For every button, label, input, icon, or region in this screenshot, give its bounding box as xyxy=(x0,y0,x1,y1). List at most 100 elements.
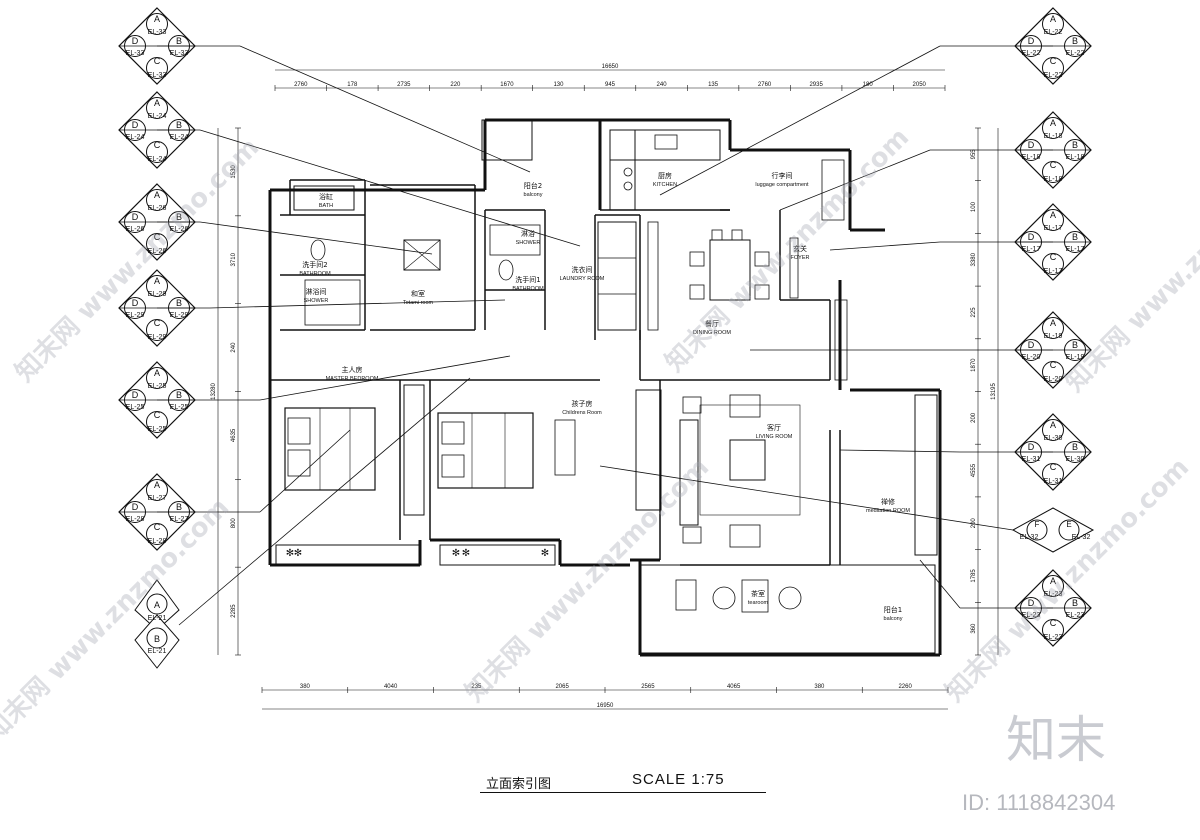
tag-diamond xyxy=(1011,507,1095,553)
tag-ref: EL-33 xyxy=(170,50,189,57)
room-label-en: luggage compartment xyxy=(755,182,809,188)
room-label-cn: 厨房 xyxy=(658,171,672,180)
tag-letter: C xyxy=(154,56,161,66)
tag-letter: D xyxy=(1028,232,1035,242)
title-underline xyxy=(480,792,766,793)
pillow xyxy=(441,421,465,445)
dim-value: 4040 xyxy=(384,684,398,690)
room-label-en: BATH xyxy=(319,203,333,209)
tag-ref: EL-17 xyxy=(1044,268,1063,275)
storage-shelf xyxy=(647,221,659,331)
tag-ref: EL-19 xyxy=(1044,333,1063,340)
dim-total: 13195 xyxy=(991,382,997,399)
plant-icon: ✻ xyxy=(462,548,470,559)
dim-total: 16650 xyxy=(602,64,619,70)
dining-chair xyxy=(754,284,770,300)
tag-letter: D xyxy=(1028,36,1035,46)
master-bed xyxy=(284,407,376,491)
toilet xyxy=(498,259,514,281)
luggage-cabinet xyxy=(821,159,845,221)
tag-letter: A xyxy=(1050,420,1056,430)
leader-line xyxy=(239,45,531,173)
dim-value: 800 xyxy=(231,518,237,529)
leader-line xyxy=(829,241,941,251)
room-label-en: balcony xyxy=(524,192,543,198)
tag-ref: EL-23 xyxy=(1066,612,1085,619)
tag-circle xyxy=(1042,13,1064,35)
tag-ref: EL-28 xyxy=(126,516,145,523)
tag-letter: C xyxy=(154,410,161,420)
room-label-cn: 阳台2 xyxy=(524,181,542,190)
plant-icon: ✻ xyxy=(294,548,302,559)
tag-letter: C xyxy=(1050,462,1057,472)
tea-stool xyxy=(778,586,802,610)
tag-letter: C xyxy=(1050,618,1057,628)
dim-value: 2760 xyxy=(758,82,772,88)
tag-circle xyxy=(146,141,168,163)
sofa xyxy=(679,419,699,526)
tag-circle xyxy=(146,627,168,649)
tag-letter: B xyxy=(1072,598,1078,608)
tag-ref: EL-23 xyxy=(1044,634,1063,641)
tag-letter: E xyxy=(1066,520,1071,529)
tag-ref: EL-26 xyxy=(126,226,145,233)
tag-letter: A xyxy=(1050,210,1056,220)
tag-ref: EL-33 xyxy=(148,72,167,79)
dim-value: 1670 xyxy=(500,82,514,88)
tag-ref: EL-20 xyxy=(1022,354,1041,361)
leader-line xyxy=(919,559,961,609)
dim-value: 2065 xyxy=(555,684,569,690)
tag-ref: EL-29 xyxy=(148,334,167,341)
tag-letter: A xyxy=(1050,14,1056,24)
dim-value: 178 xyxy=(347,82,358,88)
tag-letter: A xyxy=(154,276,160,286)
tag-ref: EL-29 xyxy=(126,312,145,319)
tag-letter: B xyxy=(1072,340,1078,350)
coffee-table xyxy=(729,439,766,481)
dim-value: 130 xyxy=(553,82,564,88)
tag-ref: EL-27 xyxy=(148,495,167,502)
dim-value: 240 xyxy=(657,82,668,88)
tag-circle xyxy=(1026,519,1048,541)
dim-value: 2565 xyxy=(641,684,655,690)
room-label-en: LIVING ROOM xyxy=(756,434,793,440)
dim-value: 945 xyxy=(605,82,616,88)
tag-letter: A xyxy=(154,98,160,108)
tag-ref: EL-25 xyxy=(148,426,167,433)
pillow xyxy=(287,417,311,445)
room-label-cn: 洗手间2 xyxy=(302,260,327,269)
tag-letter: C xyxy=(154,232,161,242)
tag-letter: D xyxy=(132,390,139,400)
leader-line xyxy=(839,449,961,453)
dim-value: 100 xyxy=(971,201,977,212)
dim-value: 4555 xyxy=(971,463,977,477)
tag-circle xyxy=(146,97,168,119)
tag-circle xyxy=(1042,161,1064,183)
tag-letter: D xyxy=(132,120,139,130)
balcony-1-outline xyxy=(639,564,936,654)
room-label-cn: 淋浴间 xyxy=(306,287,327,296)
tag-circle xyxy=(146,479,168,501)
dim-value: 1530 xyxy=(231,165,237,179)
tag-circle xyxy=(1042,361,1064,383)
tag-ref: EL-22 xyxy=(1044,29,1063,36)
leader-line xyxy=(178,377,471,626)
tag-letter: D xyxy=(1028,340,1035,350)
dim-value: 220 xyxy=(450,82,461,88)
dim-value: 4635 xyxy=(231,428,237,442)
tag-letter: C xyxy=(154,522,161,532)
tag-letter: B xyxy=(176,120,182,130)
tag-letter: A xyxy=(1050,318,1056,328)
room-label-en: BATHROOM xyxy=(299,271,331,277)
meditation-cabinet xyxy=(914,394,938,556)
drawing-scale: SCALE 1:75 xyxy=(632,771,725,788)
dining-chair xyxy=(754,251,770,267)
dining-chair xyxy=(711,229,723,241)
tag-ref: EL-30 xyxy=(1044,435,1063,442)
room-label-cn: 洗手间1 xyxy=(515,275,540,284)
room-label-cn: 孩子房 xyxy=(572,399,593,408)
tag-circle xyxy=(1042,463,1064,485)
tag-circle xyxy=(146,57,168,79)
